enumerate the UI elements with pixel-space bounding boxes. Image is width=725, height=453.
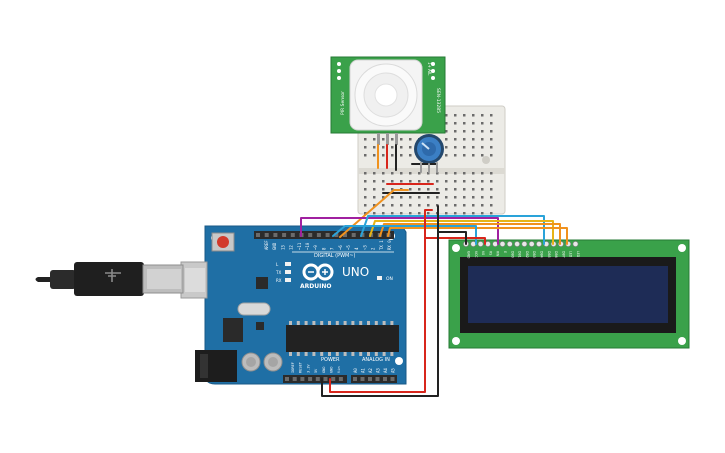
power-pin-label: IOREF: [291, 362, 295, 373]
analog-pin-label: A0: [353, 368, 358, 373]
pir-sensor[interactable]: PIR Sensor SEN-13285 1+ AIL: [330, 56, 446, 145]
power-header-label: POWER: [321, 357, 340, 363]
lcd-pin-label: DB7: [561, 251, 565, 258]
analog-pin-label: A1: [361, 368, 366, 373]
analog-header: [351, 375, 397, 383]
brand-label: ARDUINO: [300, 283, 331, 290]
lcd-pin-label: DB1: [518, 251, 522, 258]
analog-pin-label: A2: [368, 368, 373, 373]
power-pin-label: RESET: [299, 361, 303, 373]
digital-header: [254, 231, 394, 239]
usb-cable-icon: [35, 262, 184, 296]
digital-pin-label: 13: [280, 245, 285, 250]
pir-left-label: PIR Sensor: [340, 91, 346, 115]
power-pin-label: GND: [330, 367, 334, 374]
power-header: [283, 375, 347, 383]
lcd-pin-label: DB0: [510, 251, 514, 258]
digital-pin-label: 4: [354, 247, 359, 250]
lcd-pin-label: LED: [569, 251, 573, 258]
model-label: UNO: [342, 265, 369, 279]
power-pin-label: Vin: [337, 367, 341, 374]
lcd-pin-label: RW: [496, 251, 500, 257]
lcd-pin-label: DB3: [532, 251, 536, 258]
digital-pin-label: AREF: [264, 240, 269, 250]
analog-header-label: ANALOG IN: [362, 357, 390, 363]
led-label: TX: [275, 270, 281, 275]
atmega-chip: [286, 325, 399, 352]
led-label: RX: [276, 278, 282, 283]
digital-pin-label: ~10: [305, 242, 310, 250]
lcd-pin-label: RS: [488, 251, 492, 255]
lcd-pin-label: DB2: [525, 251, 529, 258]
reset-button-icon[interactable]: [211, 232, 235, 252]
digital-pin-label: ~6: [338, 245, 343, 250]
lcd-pin-label: V0: [481, 251, 485, 255]
digital-pin-label: ~11: [297, 242, 302, 250]
lcd-pin-label: DB6: [554, 251, 558, 258]
lcd-pin-label: GND: [467, 251, 471, 259]
pir-dome-icon: [349, 59, 423, 131]
digital-pin-label: ~3: [362, 245, 367, 250]
lcd-pin-label: DB4: [540, 251, 544, 258]
analog-pin-label: A5: [391, 368, 396, 373]
analog-pin-label: A4: [383, 368, 388, 373]
power-pin-label: GND: [322, 367, 326, 374]
digital-pin-label: ~9: [313, 245, 318, 250]
pir-right-label-1: SEN-13285: [435, 88, 441, 113]
lcd-pin-label: E: [503, 251, 507, 253]
digital-pin-label: RX 0: [387, 240, 392, 250]
on-label: ON: [386, 276, 393, 282]
digital-pin-label: 7: [330, 247, 335, 250]
digital-pin-label: ~5: [346, 245, 351, 250]
lcd-pin-label: LED: [576, 251, 580, 258]
power-pin-label: 3.3V: [306, 364, 310, 373]
led-label: L: [276, 262, 279, 267]
digital-pin-label: 8: [321, 247, 326, 250]
wires: [300, 144, 568, 397]
arduino-logo-icon: [302, 263, 334, 281]
lcd-screen: [468, 266, 668, 323]
digital-header-label: DIGITAL (PWM~): [314, 253, 356, 259]
lcd-pin-label: DB5: [547, 251, 551, 258]
power-pin-label: 5V: [314, 368, 318, 373]
digital-pin-label: 12: [289, 245, 294, 250]
digital-pin-label: 2: [371, 247, 376, 250]
lcd-pin-label: VCC: [474, 251, 478, 258]
digital-pin-label: TX 1: [379, 240, 384, 250]
digital-pin-label: GND: [272, 242, 277, 250]
potentiometer-icon[interactable]: [414, 134, 444, 164]
analog-pin-label: A3: [376, 368, 381, 373]
pir-right-label-2: 1+ AIL: [427, 62, 432, 76]
